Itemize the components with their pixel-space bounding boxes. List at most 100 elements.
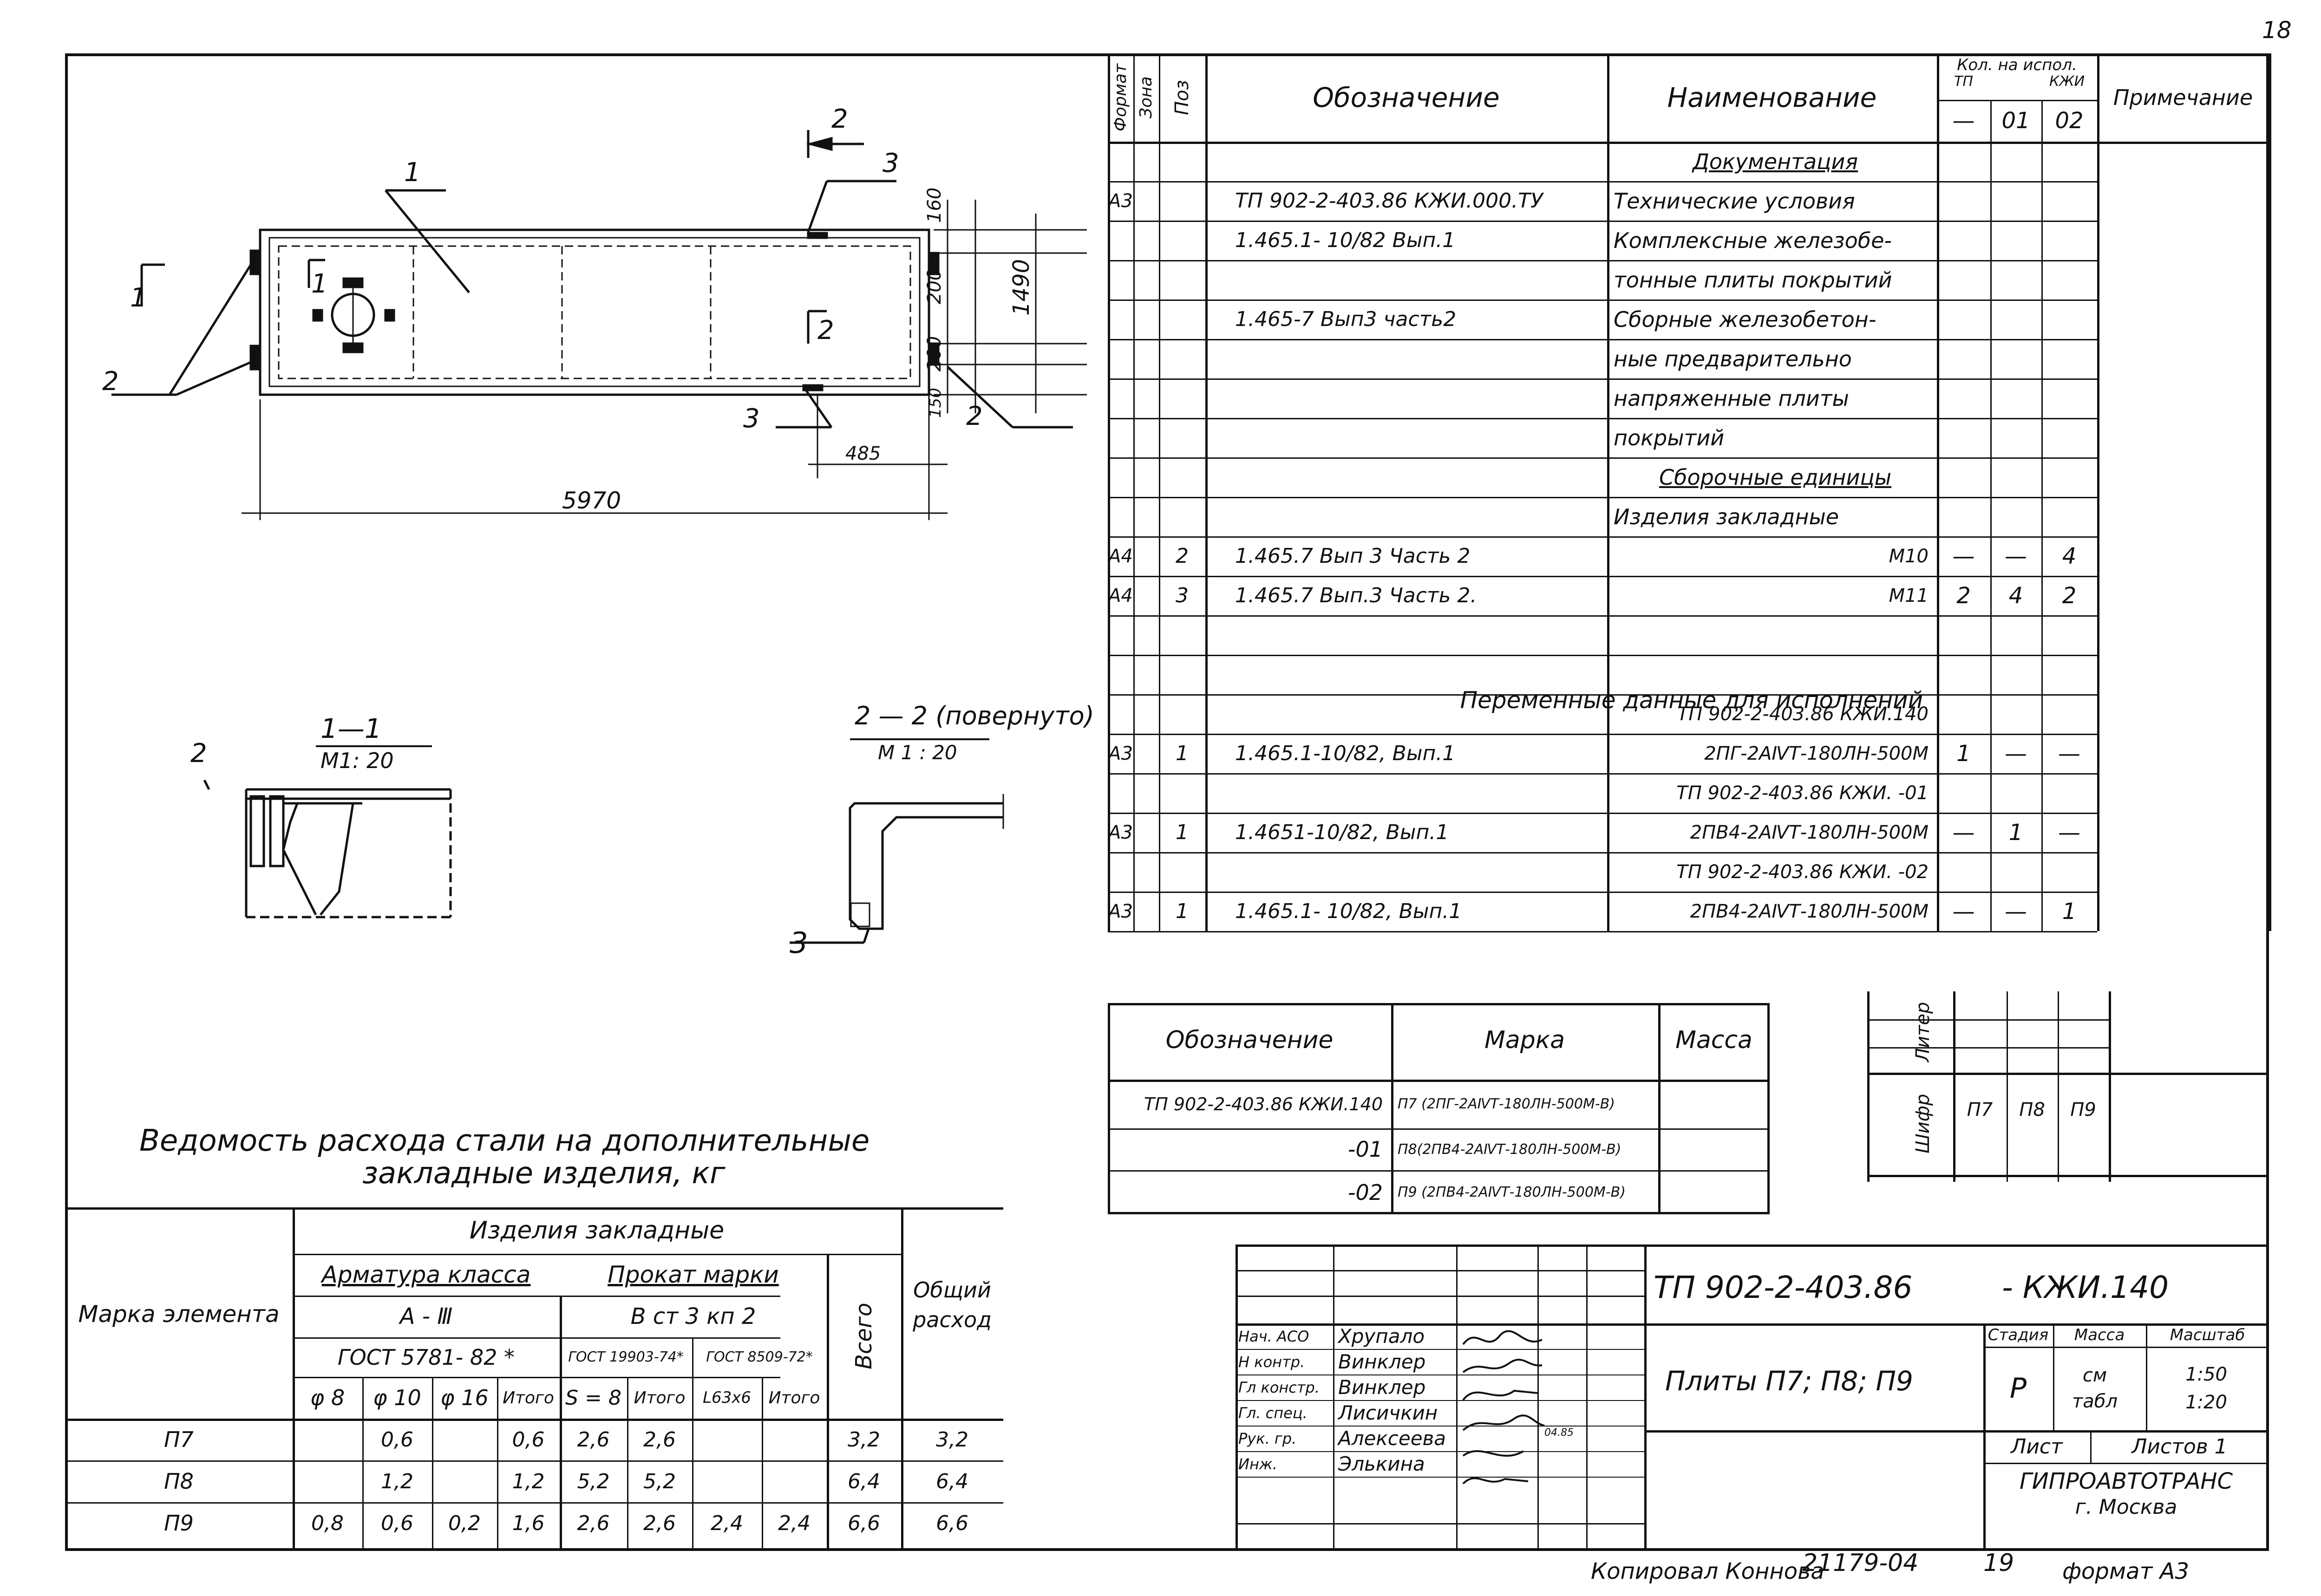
spec-col-line bbox=[1133, 53, 1135, 931]
spec-cell-designation bbox=[1229, 418, 1607, 457]
footer-copied: Копировал Коннова bbox=[1591, 1558, 1824, 1584]
spec-cell-qty2 bbox=[1990, 773, 2041, 813]
dim-200b: 200 bbox=[924, 336, 945, 371]
title-code: ТП 902-2-403.86 bbox=[1654, 1270, 1913, 1305]
spec-cell-qty1 bbox=[1937, 300, 1990, 339]
liter-block: Литер Шифр П7 П8 П9 bbox=[1867, 991, 2269, 1182]
title-scale-head: Масштаб bbox=[2170, 1326, 2245, 1344]
spec-cell-format bbox=[1108, 260, 1133, 300]
spec-cell-qty2 bbox=[1990, 142, 2041, 181]
steel-row-mark: П7 bbox=[164, 1427, 194, 1452]
mark-row-mark: П9 (2ПВ4-2АⅣТ-180ЛН-500М-В) bbox=[1398, 1184, 1626, 1200]
spec-cell-name: М11 bbox=[1889, 585, 1929, 606]
steel-row-value: 6,6 bbox=[936, 1511, 968, 1535]
spec-row-line bbox=[1108, 655, 2097, 656]
spec-row-line bbox=[1108, 931, 2097, 932]
spec-cell-qty2: 4 bbox=[2008, 582, 2023, 609]
spec-cell-qty3 bbox=[2041, 694, 2097, 734]
spec-cell-designation bbox=[1229, 457, 1607, 497]
spec-head-col1: — bbox=[1952, 108, 1975, 134]
staff-row-line bbox=[1236, 1451, 1644, 1452]
label-cut-1: 1 bbox=[130, 283, 147, 313]
spec-head-qty-kzhi: КЖИ bbox=[2049, 73, 2085, 90]
spec-cell-qty1 bbox=[1937, 418, 1990, 457]
spec-cell-qty3 bbox=[2041, 142, 2097, 181]
spec-cell-name: М10 bbox=[1889, 545, 1929, 567]
signatures bbox=[1462, 1330, 1545, 1485]
spec-cell-qty3 bbox=[2041, 260, 2097, 300]
spec-cell-name: 2ПВ4-2АⅣТ-180ЛН-500М bbox=[1690, 821, 1929, 843]
steel-row-value: 6,6 bbox=[848, 1511, 880, 1535]
steel-row-value: 0,6 bbox=[512, 1427, 545, 1452]
staff-name: Хрупало bbox=[1338, 1325, 1425, 1348]
spec-cell-qty1: 1 bbox=[1956, 740, 1971, 767]
steel-row-value: 2,6 bbox=[643, 1427, 676, 1452]
steel-row-value: 6,4 bbox=[936, 1469, 968, 1493]
spec-cell-qty3 bbox=[2041, 655, 2097, 694]
staff-name: Лисичкин bbox=[1338, 1401, 1438, 1424]
spec-cell-qty1 bbox=[1937, 339, 1990, 378]
steel-head-overall: Общий расход bbox=[913, 1277, 992, 1332]
spec-cell-format bbox=[1108, 497, 1133, 536]
steel-row-value: 1,2 bbox=[512, 1469, 545, 1493]
spec-row-line bbox=[1108, 615, 2097, 617]
spec-cell-qty1 bbox=[1937, 142, 1990, 181]
staff-row-line bbox=[1236, 1400, 1644, 1401]
steel-head-arm-class: А - Ⅲ bbox=[399, 1303, 453, 1329]
steel-sub-1: φ 8 bbox=[310, 1385, 345, 1410]
spec-cell-name: Изделия закладные bbox=[1614, 504, 1839, 529]
plate-plan-drawing: 1 2 2 3 3 2 2 1 1 5970 485 160 200 1490 … bbox=[102, 104, 1087, 520]
steel-row-value: 2,6 bbox=[577, 1427, 610, 1452]
mark-row-designation: ТП 902-2-403.86 КЖИ.140 bbox=[1144, 1094, 1383, 1114]
spec-cell-pos: 1 bbox=[1176, 742, 1189, 765]
spec-col-line bbox=[1108, 53, 1110, 931]
spec-cell-format bbox=[1108, 339, 1133, 378]
spec-head-format: Формат bbox=[1111, 63, 1130, 132]
spec-cell-pos bbox=[1159, 181, 1205, 221]
dim-160: 160 bbox=[924, 188, 945, 223]
dim-1490: 1490 bbox=[1008, 259, 1034, 316]
title-stage-head: Стадия bbox=[1988, 1326, 2049, 1344]
spec-cell-name: Технические условия bbox=[1614, 188, 1855, 214]
section1-rule bbox=[316, 745, 432, 747]
mark-row-mark: П7 (2ПГ-2АⅣТ-180ЛН-500М-В) bbox=[1398, 1096, 1615, 1112]
label-pos-3a: 3 bbox=[883, 148, 899, 178]
spec-cell-qty1 bbox=[1937, 852, 1990, 892]
footer-format: формат А3 bbox=[2062, 1558, 2190, 1584]
spec-cell-qty3: 1 bbox=[2062, 898, 2077, 925]
label-cut-2: 2 bbox=[831, 104, 848, 134]
section2-title: 2 — 2 (повернуто) bbox=[855, 701, 1094, 730]
spec-cell-qty1: 2 bbox=[1956, 582, 1971, 609]
spec-head-col3: 02 bbox=[2055, 108, 2084, 134]
spec-cell-designation: 1.4651-10/82, Вып.1 bbox=[1235, 821, 1449, 844]
spec-cell-qty2 bbox=[1990, 339, 2041, 378]
steel-row-value: 0,2 bbox=[448, 1511, 481, 1535]
sign-date: 04.85 bbox=[1544, 1427, 1574, 1439]
spec-cell-pos bbox=[1159, 142, 1205, 181]
spec-head-qty-tp: ТП bbox=[1954, 73, 1973, 90]
steel-sub-7: L63x6 bbox=[703, 1388, 751, 1407]
title-org-1: ГИПРОАВТОТРАНС bbox=[2019, 1468, 2233, 1494]
spec-cell-pos bbox=[1159, 300, 1205, 339]
spec-cell-qty3: — bbox=[2058, 740, 2080, 767]
spec-cell-name: 2ПВ4-2АⅣТ-180ЛН-500М bbox=[1690, 900, 1929, 922]
spec-col-line bbox=[1159, 53, 1160, 931]
steel-head-gost2: ГОСТ 8509-72* bbox=[706, 1349, 813, 1365]
spec-cell-name: Документация bbox=[1692, 149, 1858, 174]
mark-row-designation: -02 bbox=[1347, 1179, 1383, 1205]
spec-cell-name: ТП 902-2-403.86 КЖИ. -01 bbox=[1676, 782, 1929, 804]
spec-row-line bbox=[1108, 53, 2269, 56]
steel-row-value: 2,4 bbox=[711, 1511, 743, 1535]
section1-drawing bbox=[203, 779, 452, 919]
steel-row-value: 6,4 bbox=[848, 1469, 880, 1493]
spec-row-line bbox=[1108, 457, 2097, 459]
dim-200a: 200 bbox=[924, 269, 945, 304]
spec-cell-format: А4 bbox=[1108, 585, 1133, 606]
spec-cell-format: А3 bbox=[1108, 821, 1133, 843]
spec-cell-pos bbox=[1159, 497, 1205, 536]
spec-cell-name: ТП 902-2-403.86 КЖИ. -02 bbox=[1676, 861, 1929, 883]
spec-head-col2: 01 bbox=[2001, 108, 2030, 134]
spec-cell-pos bbox=[1159, 694, 1205, 734]
spec-cell-name: 2ПГ-2АⅣТ-180ЛН-500М bbox=[1704, 743, 1929, 764]
spec-row-line bbox=[1108, 300, 2097, 301]
